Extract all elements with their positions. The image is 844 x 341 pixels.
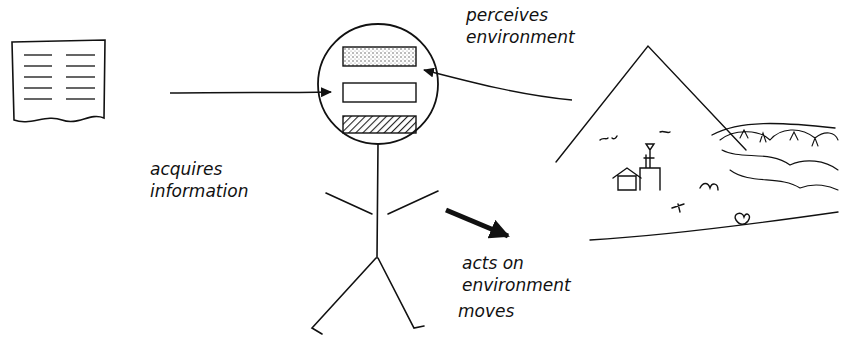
annotation-label: perceives environment [466, 4, 596, 48]
perception-arrow [424, 70, 572, 100]
annotation-label: acquires information [150, 158, 268, 202]
arm [388, 191, 438, 214]
text-line [66, 87, 95, 88]
hill [712, 124, 835, 135]
annotation-label: acts on environment [462, 252, 582, 296]
scribble [600, 131, 670, 140]
text-line [24, 98, 52, 99]
action-arrow [446, 210, 508, 236]
document-icon [12, 40, 105, 122]
leg [378, 258, 424, 328]
text-line [66, 65, 95, 66]
memory-box [343, 47, 416, 66]
arm [326, 193, 372, 214]
church [640, 144, 660, 190]
annotation-label: moves [458, 300, 548, 322]
text-line [66, 76, 95, 77]
text-line [24, 65, 52, 66]
bush [700, 184, 718, 191]
stick-figure [312, 144, 438, 334]
text-line [66, 98, 95, 99]
text-line [24, 87, 52, 88]
ground [590, 212, 838, 240]
leg [312, 258, 376, 334]
landscape [556, 46, 838, 240]
text-line [24, 76, 52, 77]
body [377, 144, 378, 258]
flower [735, 213, 749, 224]
memory-box [343, 83, 416, 102]
memory-box [343, 116, 416, 133]
bird [672, 204, 684, 212]
document-lines [24, 55, 95, 99]
text-line [66, 54, 95, 55]
text-line [24, 54, 52, 55]
house [613, 168, 641, 190]
forest [720, 130, 838, 190]
head-circle [318, 24, 438, 144]
input-arrow [170, 92, 331, 93]
